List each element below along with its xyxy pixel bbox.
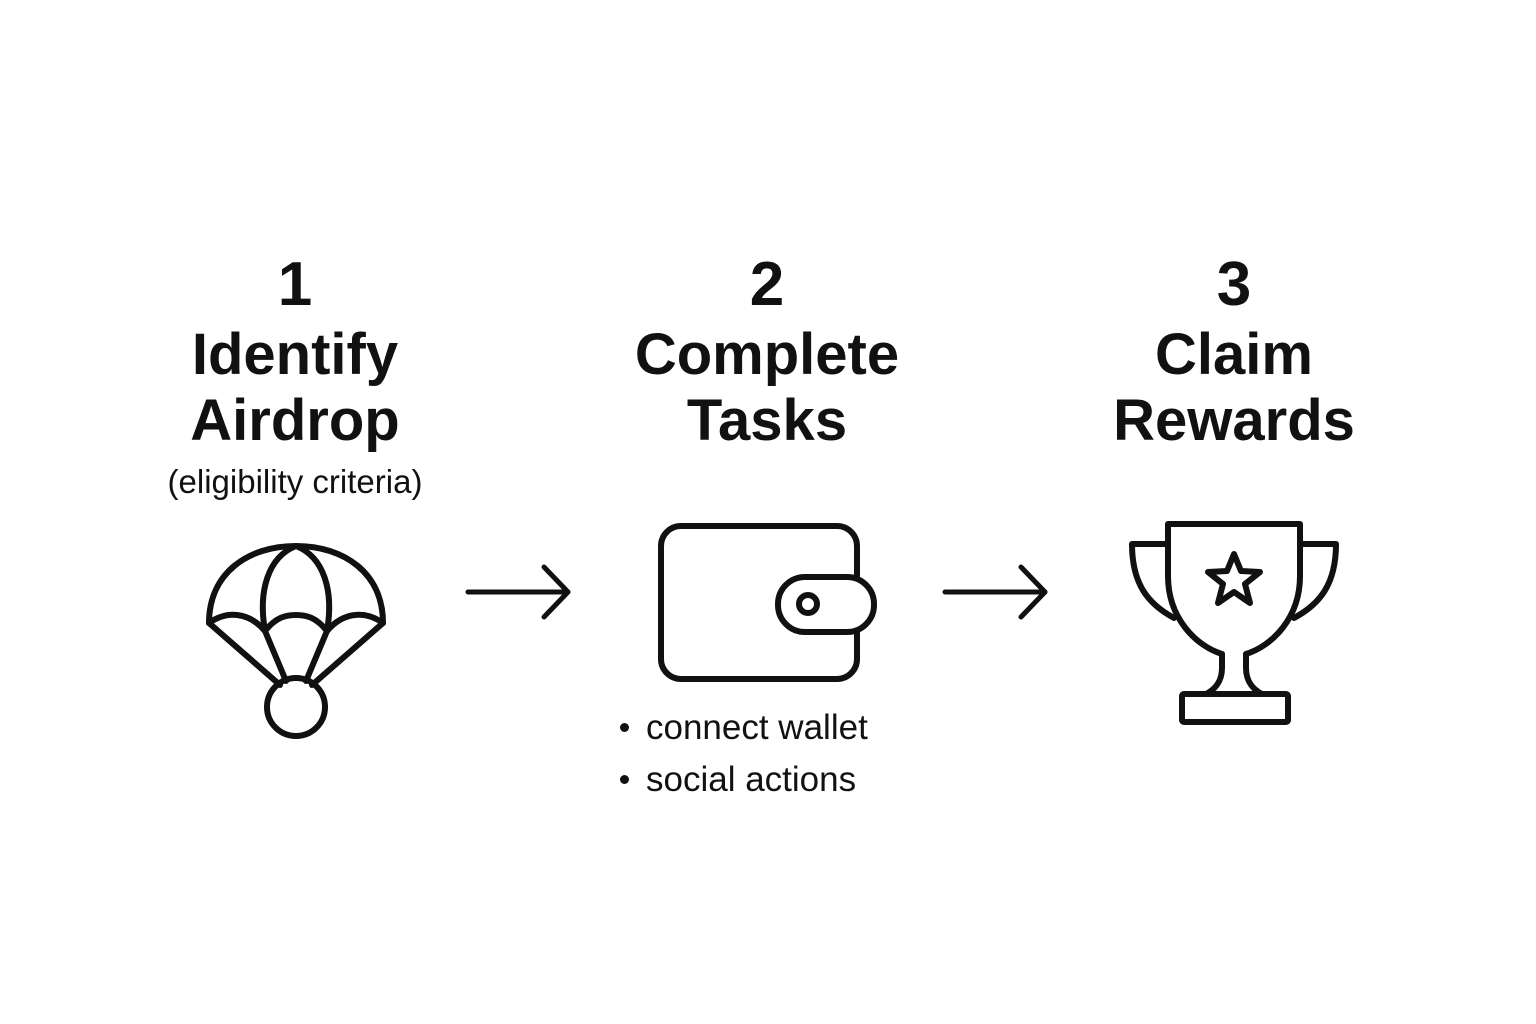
step-claim-rewards: 3 Claim Rewards (1024, 250, 1444, 454)
arrow-right-icon (941, 562, 1053, 631)
parachute-icon (196, 535, 396, 745)
step-title-line: Complete (634, 322, 900, 387)
step-number: 2 (749, 250, 785, 319)
step-title-line: Rewards (1113, 388, 1355, 453)
step-title-line: Tasks (686, 388, 848, 453)
step-title-line: Airdrop (190, 388, 400, 453)
step-subtitle: (eligibility criteria) (167, 463, 423, 500)
list-item: social actions (618, 754, 868, 806)
step-title: Identify Airdrop (85, 322, 505, 454)
step-title-line: Identify (191, 322, 399, 387)
list-item: connect wallet (618, 702, 868, 754)
step-title: Claim Rewards (1024, 322, 1444, 454)
step-number: 1 (277, 250, 313, 319)
step-complete-tasks: 2 Complete Tasks (557, 250, 977, 454)
task-list: connect wallet social actions (618, 702, 868, 806)
trophy-icon (1126, 518, 1342, 730)
step-title-line: Claim (1155, 322, 1313, 387)
step-title: Complete Tasks (557, 322, 977, 454)
step-number: 3 (1216, 250, 1252, 319)
arrow-right-icon (464, 562, 576, 631)
wallet-icon (654, 520, 884, 686)
step-identify-airdrop: 1 Identify Airdrop (eligibility criteria… (85, 250, 505, 502)
